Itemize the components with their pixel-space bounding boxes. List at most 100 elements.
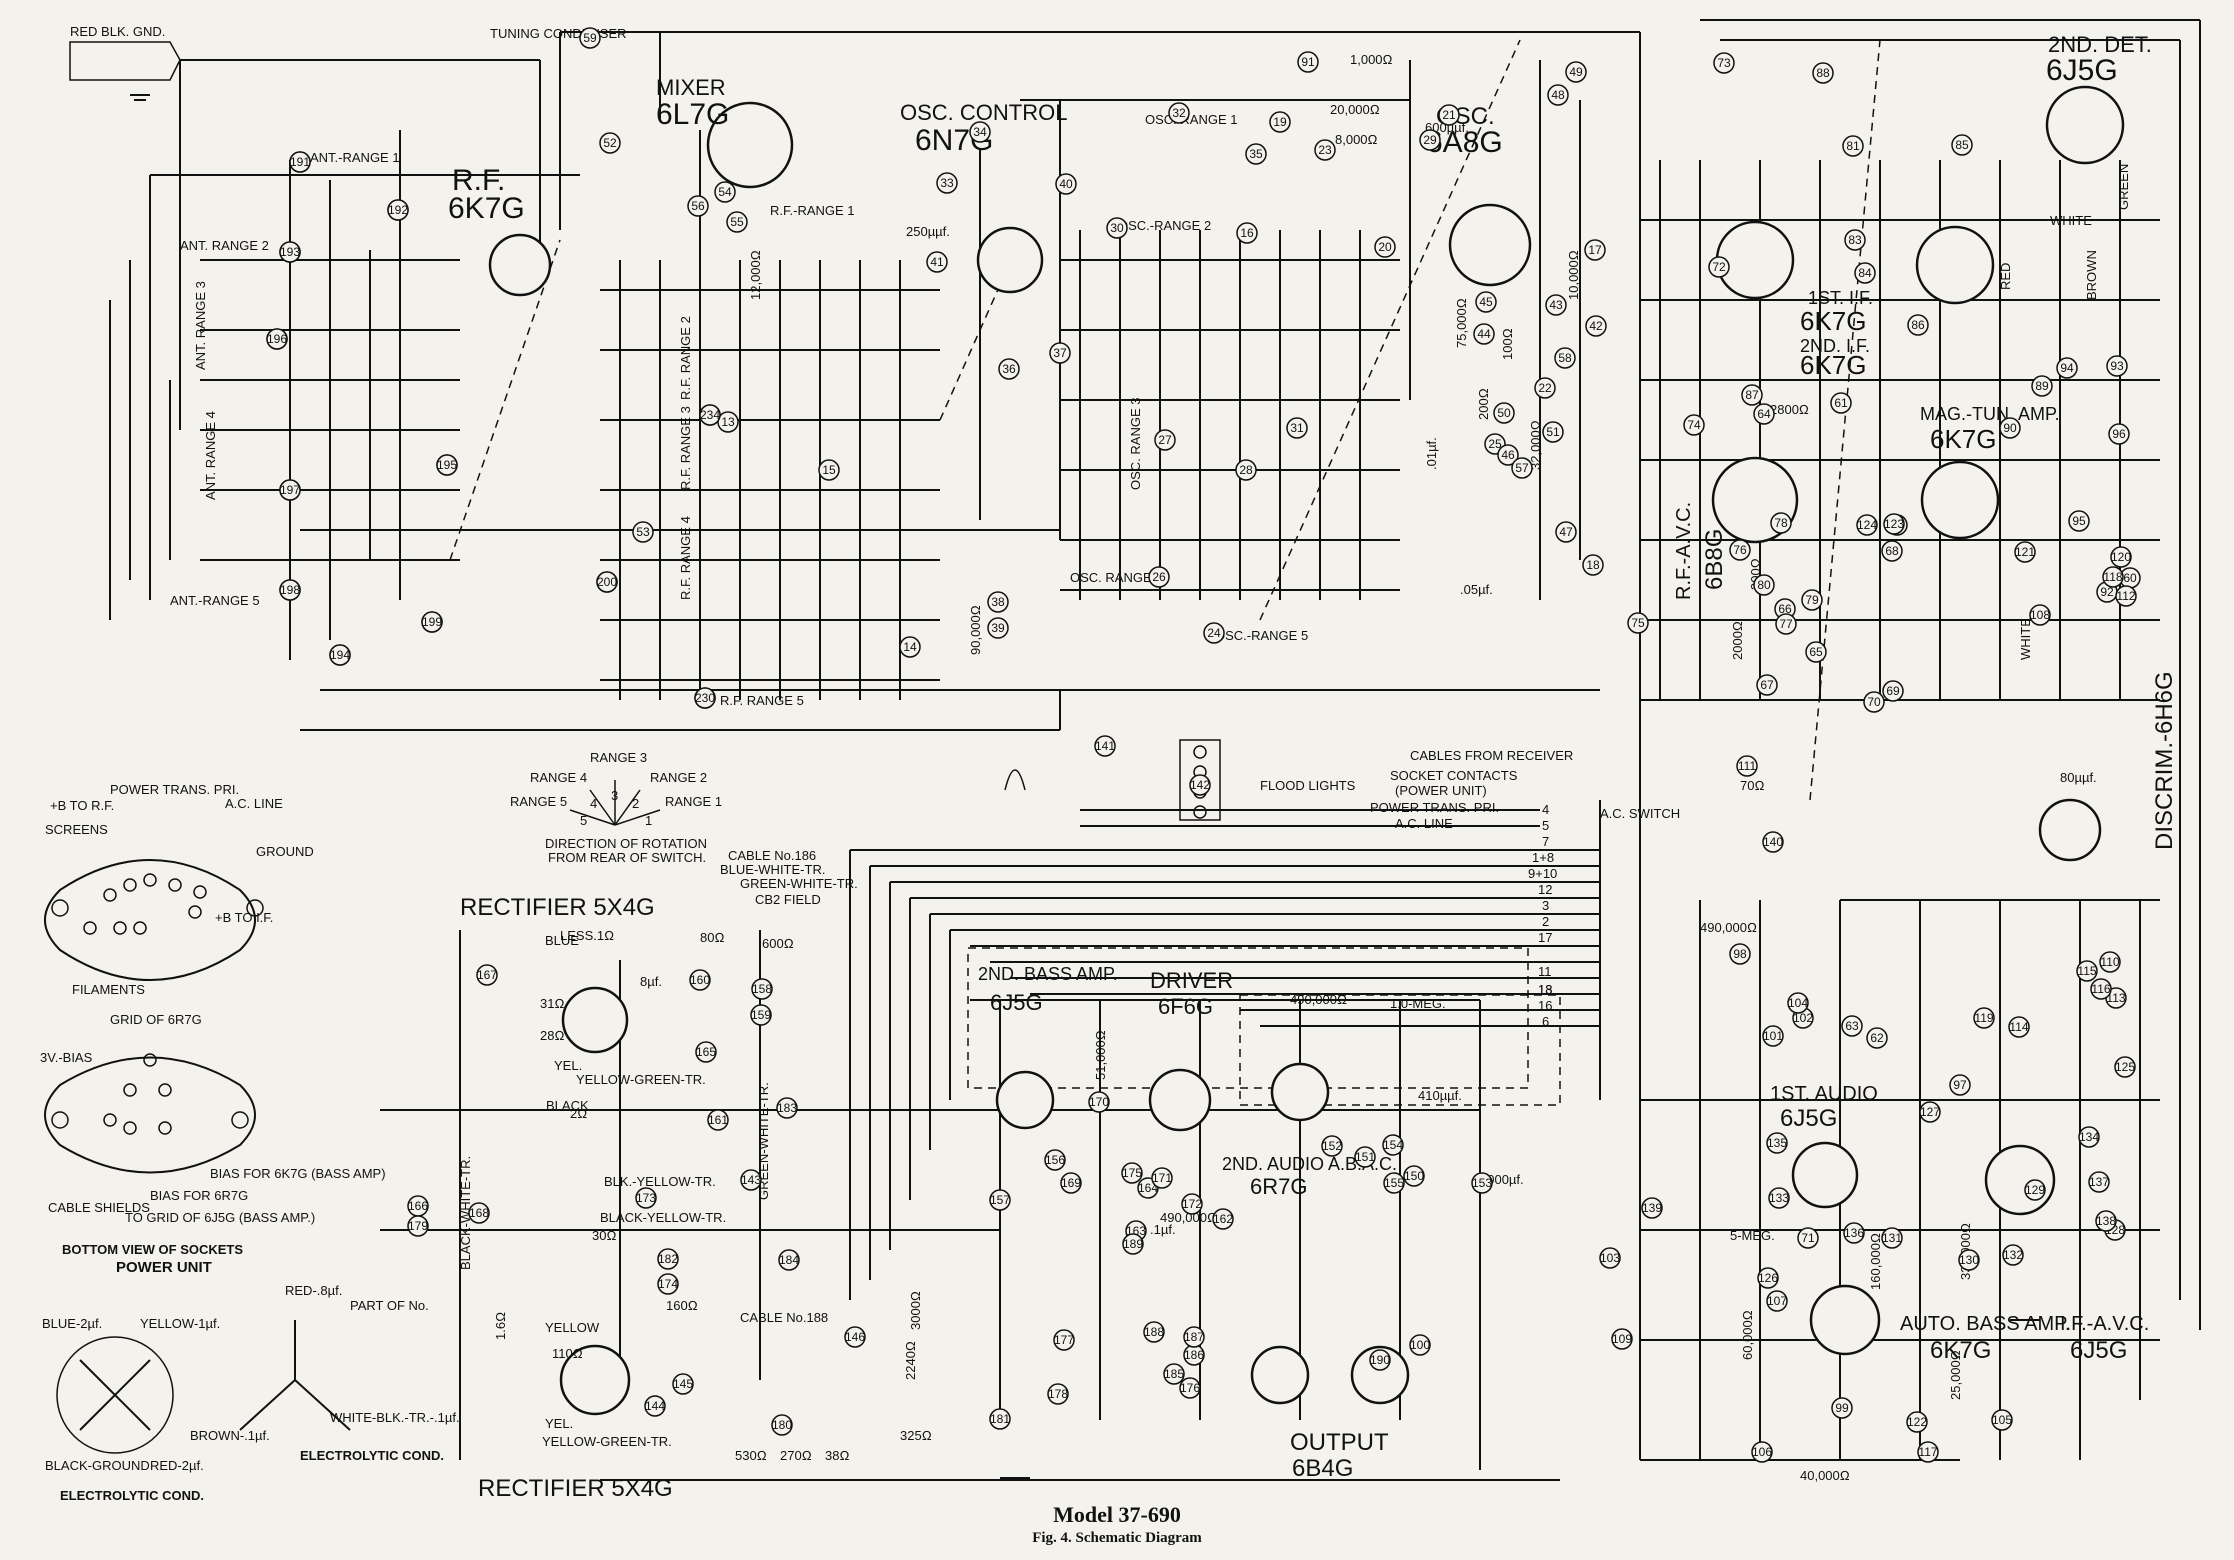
component-callout-number: 145 bbox=[673, 1377, 693, 1391]
component-callout-ring bbox=[1122, 1233, 1144, 1255]
yellow-green-tr2-label: YELLOW-GREEN-TR. bbox=[542, 1434, 672, 1449]
component-callout-number: 152 bbox=[1322, 1139, 1342, 1153]
component-callout-number: 155 bbox=[1384, 1176, 1404, 1190]
range-1-label: RANGE 1 bbox=[665, 794, 722, 809]
component-callout-number: 164 bbox=[1138, 1181, 1158, 1195]
range-5-label: RANGE 5 bbox=[510, 794, 567, 809]
osc-tube-symbol bbox=[1448, 203, 1532, 287]
component-callout-ring bbox=[899, 636, 921, 658]
component-callout-number: 187 bbox=[1184, 1330, 1204, 1344]
yellow-green-tr-label: YELLOW-GREEN-TR. bbox=[576, 1072, 706, 1087]
component-callout-number: 35 bbox=[1249, 147, 1263, 161]
value-600: 600Ω bbox=[762, 936, 794, 951]
component-callout-number: 21 bbox=[1442, 108, 1456, 122]
section-labels: TUNING CONDENSER ANT.-RANGE 1 ANT. RANGE… bbox=[170, 26, 1308, 708]
cable-pin-9-10: 9+10 bbox=[1528, 866, 1557, 881]
component-callout-ring bbox=[771, 1414, 793, 1436]
cable-pin-7: 7 bbox=[1542, 834, 1549, 849]
value-490000b: 490,000Ω bbox=[1290, 992, 1347, 1007]
power-unit-paren-label: (POWER UNIT) bbox=[1395, 783, 1487, 798]
value-160: 160Ω bbox=[666, 1298, 698, 1313]
component-callout-ring bbox=[987, 591, 1009, 613]
component-callout-ring bbox=[266, 328, 288, 350]
component-callout-number: 16 bbox=[1240, 226, 1254, 240]
component-callout-number: 60 bbox=[2123, 571, 2137, 585]
if2-tube-symbol bbox=[1915, 225, 1995, 305]
output-type: 6B4G bbox=[1292, 1455, 1353, 1482]
if-avc-tube-symbol bbox=[1984, 1144, 2056, 1216]
component-callout-ring bbox=[279, 241, 301, 263]
component-callout-number: 56 bbox=[691, 199, 705, 213]
brown-1uf-label: BROWN-.1µf. bbox=[190, 1428, 270, 1443]
component-callout-number: 63 bbox=[1845, 1019, 1859, 1033]
component-values: 1,000Ω 8,000Ω 20,000Ω 600µµf. 250µµf. 40… bbox=[493, 52, 2097, 1483]
component-callout-ring bbox=[1409, 1334, 1431, 1356]
audio2-tube-symbol bbox=[1270, 1062, 1330, 1122]
if2-type: 6K7G bbox=[1800, 350, 1867, 380]
component-callout-ring bbox=[657, 1273, 679, 1295]
component-callout-number: 49 bbox=[1569, 65, 1583, 79]
component-callout-ring bbox=[1757, 1267, 1779, 1289]
cable-pin-13: 13 bbox=[1538, 982, 1552, 997]
auto-bass-tube-symbol bbox=[1809, 1284, 1881, 1356]
rf-range-5-label: R.F. RANGE 5 bbox=[720, 693, 804, 708]
component-callout-number: 23 bbox=[1318, 143, 1332, 157]
yellow-label: YELLOW bbox=[545, 1320, 600, 1335]
component-callout-ring bbox=[1729, 943, 1751, 965]
red-2uf-label: RED-2µf. bbox=[150, 1458, 204, 1473]
component-callout-number: 146 bbox=[845, 1330, 865, 1344]
component-callout-number: 55 bbox=[730, 215, 744, 229]
cable-pin-3: 3 bbox=[1542, 898, 1549, 913]
component-callout-number: 33 bbox=[940, 176, 954, 190]
component-callout-number: 14 bbox=[903, 640, 917, 654]
component-callout-number: 94 bbox=[2060, 361, 2074, 375]
if2-name: 2ND. I.F. bbox=[1800, 336, 1870, 356]
component-callout-ring bbox=[1854, 262, 1876, 284]
component-callout-ring bbox=[687, 195, 709, 217]
value-1uf: .1µf. bbox=[1150, 1222, 1176, 1237]
value-10meg: 1.0-MEG. bbox=[1390, 996, 1446, 1011]
tube-labels: R.F. 6K7G MIXER 6L7G OSC. CONTROL 6N7G O… bbox=[448, 32, 2178, 1502]
component-callout-ring bbox=[1179, 1377, 1201, 1399]
component-callout-ring bbox=[2090, 978, 2112, 1000]
component-callout-number: 142 bbox=[1190, 778, 1210, 792]
component-callout-ring bbox=[1183, 1326, 1205, 1348]
mixer-tube-type: 6L7G bbox=[656, 98, 729, 131]
component-callout-number: 43 bbox=[1549, 298, 1563, 312]
component-callout-ring bbox=[1154, 429, 1176, 451]
osc-range-4-label: OSC. RANGE 4 bbox=[1070, 570, 1162, 585]
component-callout-number: 18 bbox=[1586, 558, 1600, 572]
component-callout-number: 154 bbox=[1383, 1138, 1403, 1152]
component-callout-ring bbox=[1775, 613, 1797, 635]
component-callout-number: 93 bbox=[2110, 359, 2124, 373]
component-callout-number: 161 bbox=[708, 1113, 728, 1127]
component-callout-number: 22 bbox=[1538, 381, 1552, 395]
component-callout-number: 31 bbox=[1290, 421, 1304, 435]
component-callout-ring bbox=[969, 121, 991, 143]
cable-shields-label: CABLE SHIELDS bbox=[48, 1200, 150, 1215]
switch-pin-5: 5 bbox=[580, 813, 587, 828]
component-callout-ring bbox=[1830, 392, 1852, 414]
bass-amp2-tube-symbol bbox=[995, 1070, 1055, 1130]
component-callout-number: 42 bbox=[1589, 319, 1603, 333]
component-callout-number: 136 bbox=[1844, 1226, 1864, 1240]
component-callout-number: 25 bbox=[1488, 437, 1502, 451]
ground-symbols bbox=[130, 94, 2040, 1479]
filaments-label: FILAMENTS bbox=[72, 982, 145, 997]
rf-range-1-label: R.F.-RANGE 1 bbox=[770, 203, 855, 218]
component-callout-ring bbox=[998, 358, 1020, 380]
component-callout-ring bbox=[1383, 1172, 1405, 1194]
component-callout-ring bbox=[2110, 546, 2132, 568]
value-10000: 10,000Ω bbox=[1566, 250, 1581, 300]
component-callout-ring bbox=[1269, 111, 1291, 133]
flood-lights: FLOOD LIGHTS bbox=[1004, 739, 1356, 821]
component-callout-ring bbox=[1999, 417, 2021, 439]
component-callout-ring bbox=[1729, 539, 1751, 561]
output-name: OUTPUT bbox=[1290, 1429, 1389, 1456]
value-1000: 1,000Ω bbox=[1350, 52, 1393, 67]
value-38: 38Ω bbox=[825, 1448, 849, 1463]
component-callout-number: 180 bbox=[772, 1418, 792, 1432]
value-2240: 2240Ω bbox=[903, 1341, 918, 1380]
det2-type: 6J5G bbox=[2046, 54, 2118, 87]
white-label: WHITE bbox=[2050, 213, 2092, 228]
